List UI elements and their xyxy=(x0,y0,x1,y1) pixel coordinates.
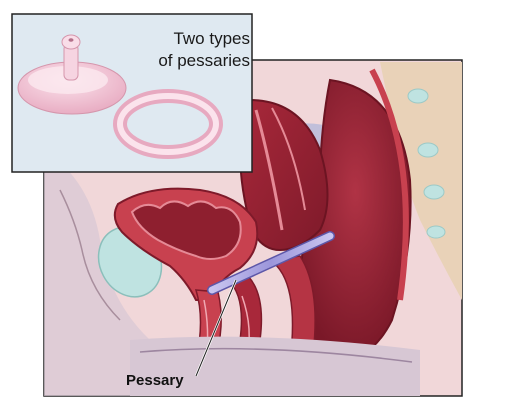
ring-pessary-icon xyxy=(113,89,223,159)
inset-title: Two types of pessaries xyxy=(120,28,250,72)
pelvic-floor xyxy=(130,336,420,396)
spine xyxy=(380,62,462,300)
bladder-wall xyxy=(113,187,259,301)
callout-leader-outline xyxy=(195,279,237,377)
disc-pessary-icon xyxy=(17,34,127,115)
pessary-label: Pessary xyxy=(126,372,184,389)
inset-title-line-1: Two types xyxy=(173,29,250,48)
pessary-device xyxy=(207,231,335,295)
inset-title-line-2: of pessaries xyxy=(158,51,250,70)
